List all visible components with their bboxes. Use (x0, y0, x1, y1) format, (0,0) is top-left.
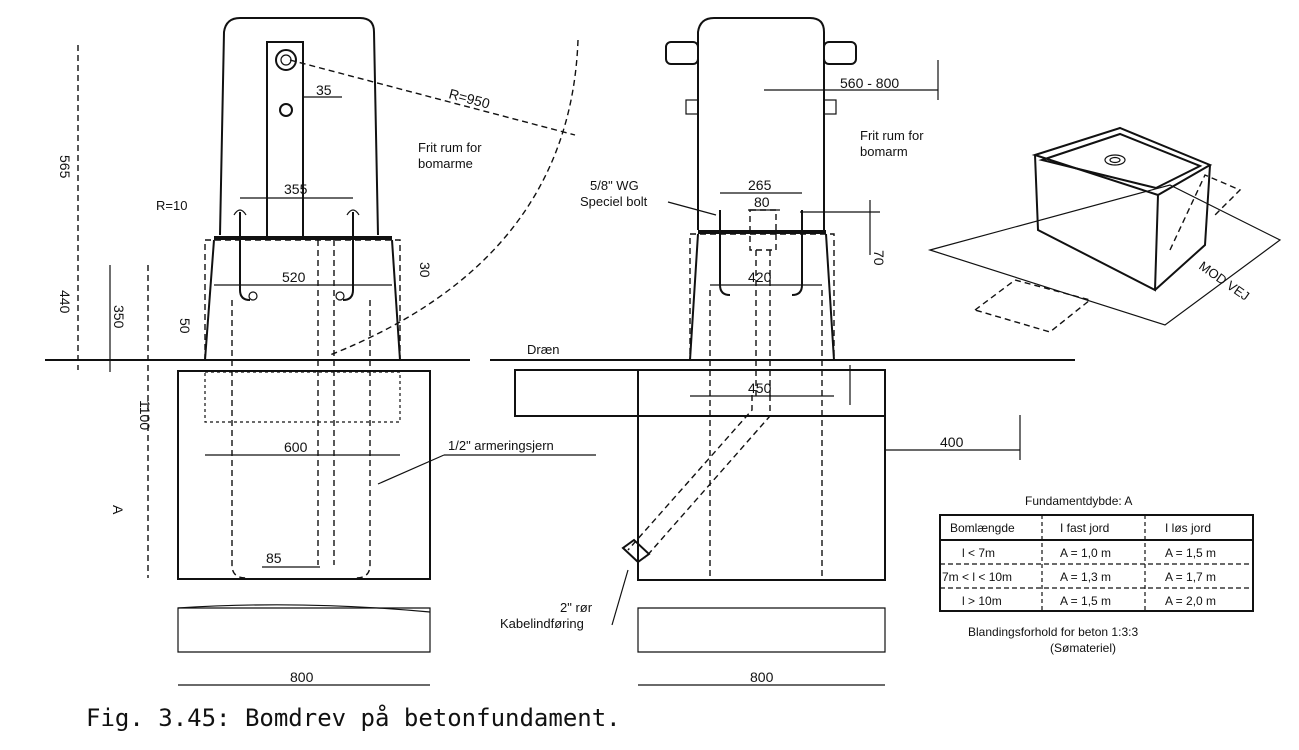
left-dim-800: 800 (290, 669, 314, 685)
table-cell-r1c1: l < 7m (962, 546, 995, 560)
iso-direction-label: MOD VEJ (1196, 258, 1252, 303)
right-dim-80: 80 (754, 194, 770, 210)
right-post-head (697, 17, 825, 230)
right-dim-420: 420 (748, 269, 772, 285)
right-drain-slab (514, 369, 886, 417)
left-pedestal (204, 239, 401, 361)
table-note-2: (Sømateriel) (1050, 641, 1116, 655)
right-shaft-right (823, 41, 857, 65)
left-arm-plate (266, 41, 304, 239)
left-free-space-2: bomarme (418, 156, 473, 171)
left-dim-520: 520 (282, 269, 306, 285)
right-view (514, 17, 1021, 686)
left-free-space-1: Frit rum for (418, 140, 482, 155)
right-free-space-2: bomarm (860, 144, 908, 159)
right-dim-400: 400 (940, 434, 964, 450)
left-dim-440: 440 (57, 290, 73, 314)
iso-view (927, 126, 1282, 333)
left-dim-565: 565 (57, 155, 73, 179)
table-cell-r2c1: 7m < l < 10m (942, 570, 1012, 584)
table-title: Fundamentdybde: A (1025, 494, 1132, 508)
left-dim-600: 600 (284, 439, 308, 455)
left-dim-A: A (110, 505, 126, 515)
right-dim-800: 800 (750, 669, 774, 685)
iso-foundation-box (1031, 126, 1213, 292)
iso-ground-plate (927, 184, 1282, 326)
left-dim-85: 85 (266, 550, 282, 566)
table-cell-r2c2: A = 1,3 m (1060, 570, 1111, 584)
table-note-1: Blandingsforhold for beton 1:3:3 (968, 625, 1138, 639)
left-dim-30: 30 (417, 262, 433, 278)
left-foundation-block (177, 370, 431, 580)
table-cell-r3c2: A = 1,5 m (1060, 594, 1111, 608)
left-sweep-arc (329, 39, 579, 356)
right-dim-70: 70 (871, 250, 887, 266)
left-radius-10: R=10 (156, 198, 187, 213)
left-post-head (219, 17, 379, 236)
table-cell-r2c3: A = 1,7 m (1165, 570, 1216, 584)
right-shaft-left (665, 41, 699, 65)
table-cell-r1c3: A = 1,5 m (1165, 546, 1216, 560)
left-dim-1100: 1100 (137, 400, 153, 430)
right-dim-450: 450 (748, 380, 772, 396)
table-header-3: I løs jord (1165, 521, 1211, 535)
right-foundation-block (637, 369, 886, 581)
table-cell-r3c1: l > 10m (962, 594, 1002, 608)
left-dim-50: 50 (177, 318, 193, 334)
left-view (77, 17, 596, 686)
figure-caption: Fig. 3.45: Bomdrev på betonfundament. (86, 704, 621, 732)
left-dim-35: 35 (316, 82, 332, 98)
left-dim-355: 355 (284, 181, 308, 197)
right-dim-265: 265 (748, 177, 772, 193)
table-cell-r3c3: A = 2,0 m (1165, 594, 1216, 608)
left-dim-350: 350 (111, 305, 127, 329)
right-bolt-label-1: 5/8" WG (590, 178, 639, 193)
right-drain-label: Dræn (527, 342, 560, 357)
left-pivot-hole (275, 49, 297, 71)
left-rebar-label: 1/2" armeringsjern (448, 438, 554, 453)
right-cable-label-1: 2" rør (560, 600, 593, 615)
right-cable-label-2: Kabelindføring (500, 616, 584, 631)
right-free-space-1: Frit rum for (860, 128, 924, 143)
table-header-1: Bomlængde (950, 521, 1015, 535)
right-cable-pipe (627, 395, 771, 559)
table-header-2: I fast jord (1060, 521, 1109, 535)
depth-table: Fundamentdybde: A Bomlængde I fast jord … (939, 494, 1254, 655)
right-dim-560-800: 560 - 800 (840, 75, 899, 91)
foundation-drawing: 565 35 R=950 Frit rum for bomarme 355 R=… (45, 17, 1282, 686)
left-small-hole (279, 103, 293, 117)
right-bolt-label-2: Speciel bolt (580, 194, 648, 209)
table-cell-r1c2: A = 1,0 m (1060, 546, 1111, 560)
